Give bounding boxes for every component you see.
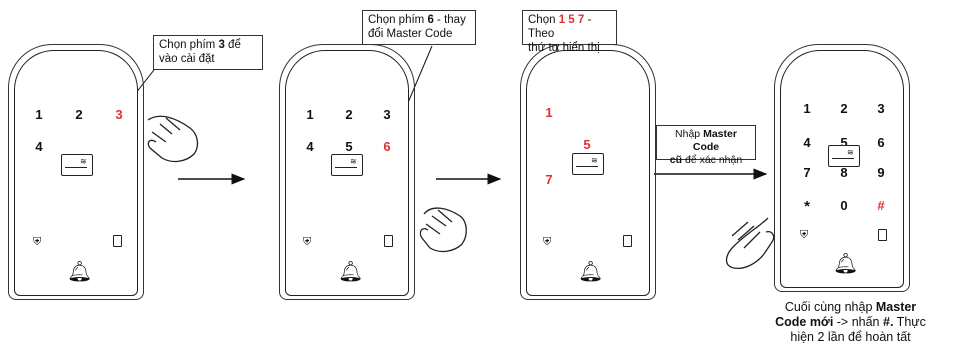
- shield-icon: ⛨: [800, 229, 809, 241]
- bell-icon[interactable]: 🔔︎: [833, 253, 859, 275]
- key-4[interactable]: 4: [35, 139, 43, 154]
- key-5[interactable]: 5: [840, 135, 848, 150]
- key-7[interactable]: 7: [803, 165, 811, 180]
- panel-2-frame: [279, 44, 415, 300]
- shield-icon: ⛨: [33, 236, 42, 248]
- key-4[interactable]: 4: [306, 139, 314, 154]
- panel-1-body: [14, 50, 138, 296]
- panel-2-body: [285, 50, 409, 296]
- bell-icon[interactable]: 🔔︎: [578, 261, 604, 283]
- card-reader-icon: ≋: [61, 154, 93, 176]
- card-reader-icon: ≋: [572, 153, 604, 175]
- panel-3-body: [526, 50, 650, 296]
- callout-3: Chọn 1 5 7 - Theo thứ tự hiển thị: [522, 10, 617, 54]
- callout-1: Chọn phím 3 để vào cài đặt: [153, 35, 263, 70]
- battery-icon: [384, 235, 393, 247]
- arrow-3-label: Nhập Master Code cũ để xác nhận: [656, 125, 756, 166]
- panel-4-frame: [774, 44, 910, 292]
- battery-icon: [878, 229, 887, 241]
- key-2[interactable]: 2: [75, 107, 83, 122]
- key-5-highlighted[interactable]: 5: [583, 137, 591, 152]
- key-3[interactable]: 3: [877, 101, 885, 116]
- bell-icon[interactable]: 🔔︎: [67, 261, 93, 283]
- key-1[interactable]: 1: [803, 101, 811, 116]
- key-1[interactable]: 1: [306, 107, 314, 122]
- hand-icon-4: [725, 217, 775, 270]
- key-8[interactable]: 8: [840, 165, 848, 180]
- key-3[interactable]: 3: [383, 107, 391, 122]
- key-1-highlighted[interactable]: 1: [545, 105, 553, 120]
- panel-1-frame: [8, 44, 144, 300]
- callout-2: Chọn phím 6 - thay đổi Master Code: [362, 10, 476, 45]
- key-7-highlighted[interactable]: 7: [545, 172, 553, 187]
- key-1[interactable]: 1: [35, 107, 43, 122]
- key-2[interactable]: 2: [345, 107, 353, 122]
- shield-icon: ⛨: [543, 236, 552, 248]
- key-star[interactable]: *: [804, 198, 810, 215]
- bell-icon[interactable]: 🔔︎: [338, 261, 364, 283]
- hand-icon-2: [419, 207, 467, 253]
- key-3-highlighted[interactable]: 3: [115, 107, 123, 122]
- battery-icon: [623, 235, 632, 247]
- card-reader-icon: ≋: [331, 154, 363, 176]
- card-reader-icon: ≋: [828, 145, 860, 167]
- battery-icon: [113, 235, 122, 247]
- hand-icon-1: [147, 115, 199, 163]
- key-5[interactable]: 5: [345, 139, 353, 154]
- key-9[interactable]: 9: [877, 165, 885, 180]
- final-instruction: Cuối cùng nhập Master Code mới -> nhấn #…: [775, 300, 926, 344]
- key-2[interactable]: 2: [840, 101, 848, 116]
- panel-4-body: [780, 50, 904, 288]
- key-6[interactable]: 6: [877, 135, 885, 150]
- key-hash-highlighted[interactable]: #: [877, 198, 885, 213]
- key-6-highlighted[interactable]: 6: [383, 139, 391, 154]
- shield-icon: ⛨: [303, 236, 312, 248]
- key-0[interactable]: 0: [840, 198, 848, 213]
- key-4[interactable]: 4: [803, 135, 811, 150]
